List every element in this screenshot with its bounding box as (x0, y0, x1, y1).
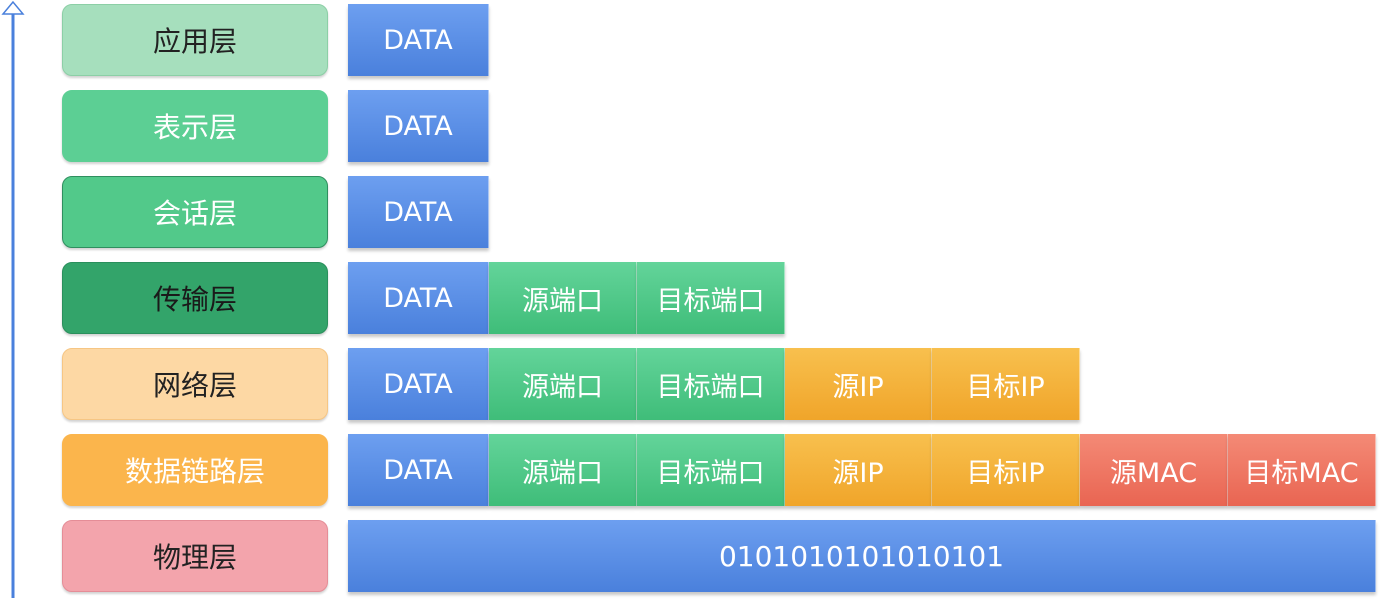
port-cell: 目标端口 (637, 434, 785, 506)
ip-cell: 源IP (785, 434, 932, 506)
upward-direction-arrow (1, 0, 25, 598)
port-cell: 源端口 (489, 262, 637, 334)
mac-cell: 目标MAC (1228, 434, 1376, 506)
data-cell: DATA (348, 4, 489, 76)
data-cell: DATA (348, 348, 489, 420)
data-cell: DATA (348, 262, 489, 334)
network-layer-box: 网络层 (62, 348, 328, 420)
ip-cell: 目标IP (932, 348, 1080, 420)
application-layer-box: 应用层 (62, 4, 328, 76)
physical-layer-box: 物理层 (62, 520, 328, 592)
port-cell: 目标端口 (637, 262, 785, 334)
data-link-layer-box: 数据链路层 (62, 434, 328, 506)
mac-cell: 源MAC (1080, 434, 1228, 506)
session-layer-box: 会话层 (62, 176, 328, 248)
ip-cell: 源IP (785, 348, 932, 420)
data-cell: DATA (348, 434, 489, 506)
bitstream-cell: 0101010101010101 (348, 520, 1376, 592)
ip-cell: 目标IP (932, 434, 1080, 506)
port-cell: 源端口 (489, 434, 637, 506)
port-cell: 目标端口 (637, 348, 785, 420)
data-cell: DATA (348, 90, 489, 162)
port-cell: 源端口 (489, 348, 637, 420)
transport-layer-box: 传输层 (62, 262, 328, 334)
data-cell: DATA (348, 176, 489, 248)
presentation-layer-box: 表示层 (62, 90, 328, 162)
